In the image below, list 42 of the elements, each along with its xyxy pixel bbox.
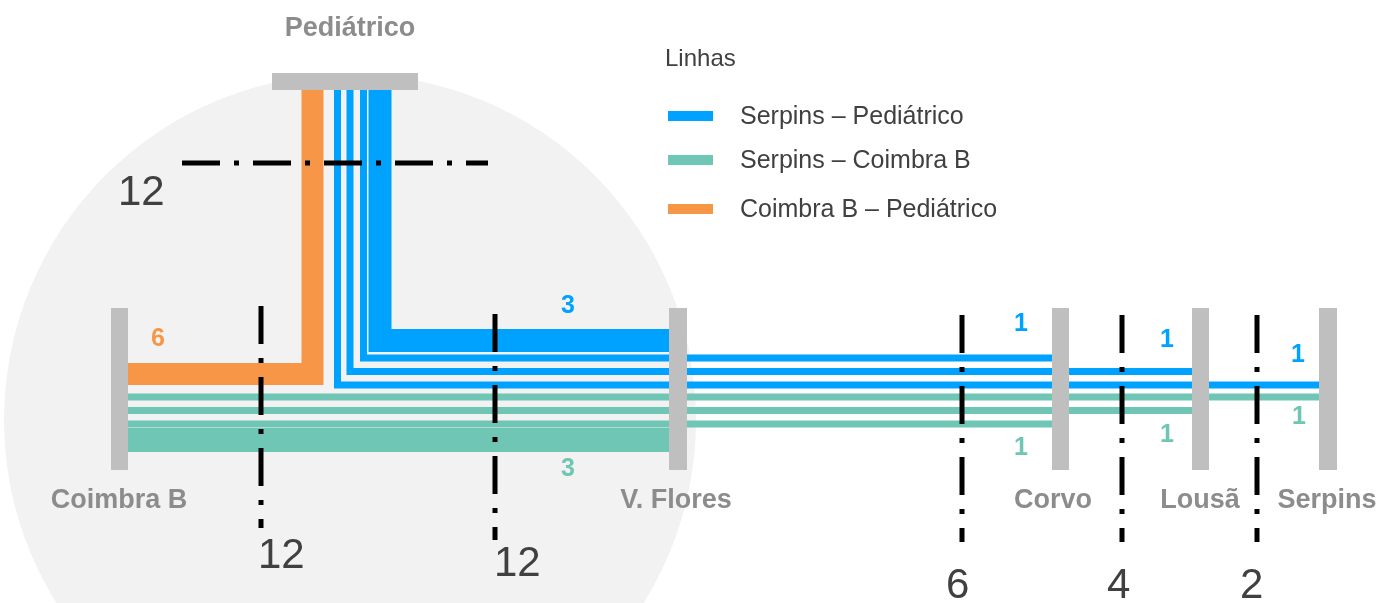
section-number: 12 [118, 170, 165, 212]
edge-label: 3 [561, 292, 575, 317]
station-label: Corvo [1014, 484, 1092, 515]
route-line [128, 407, 669, 414]
route-line [687, 381, 1052, 389]
route-line [687, 407, 1052, 414]
edge-label: 1 [1014, 434, 1028, 459]
station-label: V. Flores [620, 484, 732, 515]
route-line [1209, 393, 1319, 401]
route-line [687, 393, 1052, 401]
route-line [687, 420, 1052, 428]
legend-label: Serpins – Pediátrico [740, 103, 964, 128]
edge-label: 1 [1160, 326, 1174, 351]
edge-label: 6 [151, 325, 165, 350]
edge-label: 1 [1291, 341, 1305, 366]
route-line [1209, 381, 1319, 389]
section-number: 12 [494, 541, 541, 583]
section-number: 4 [1107, 563, 1131, 603]
edge-label: 3 [561, 455, 575, 480]
route-line [1069, 381, 1192, 389]
station-label: Lousã [1160, 484, 1240, 515]
legend-label: Coimbra B – Pediátrico [740, 196, 998, 221]
section-number: 6 [946, 563, 970, 603]
legend-title: Linhas [665, 46, 736, 70]
route-line [1069, 393, 1192, 401]
edge-label: 1 [1292, 403, 1306, 428]
edge-label: 1 [1014, 310, 1028, 335]
route-line [128, 428, 669, 452]
station-label: Serpins [1277, 484, 1377, 515]
route-line [687, 354, 1052, 362]
route-line [128, 90, 324, 385]
route-line [1069, 407, 1192, 414]
section-number: 2 [1240, 563, 1264, 603]
station-label: Coimbra B [50, 484, 188, 515]
route-line [128, 393, 669, 401]
route-line [1069, 368, 1192, 375]
route-line [687, 368, 1052, 375]
route-line [128, 420, 669, 428]
legend-label: Serpins – Coimbra B [740, 147, 971, 172]
station-label: Pediátrico [284, 12, 416, 43]
section-number: 12 [258, 533, 305, 575]
edge-label: 1 [1160, 421, 1174, 446]
